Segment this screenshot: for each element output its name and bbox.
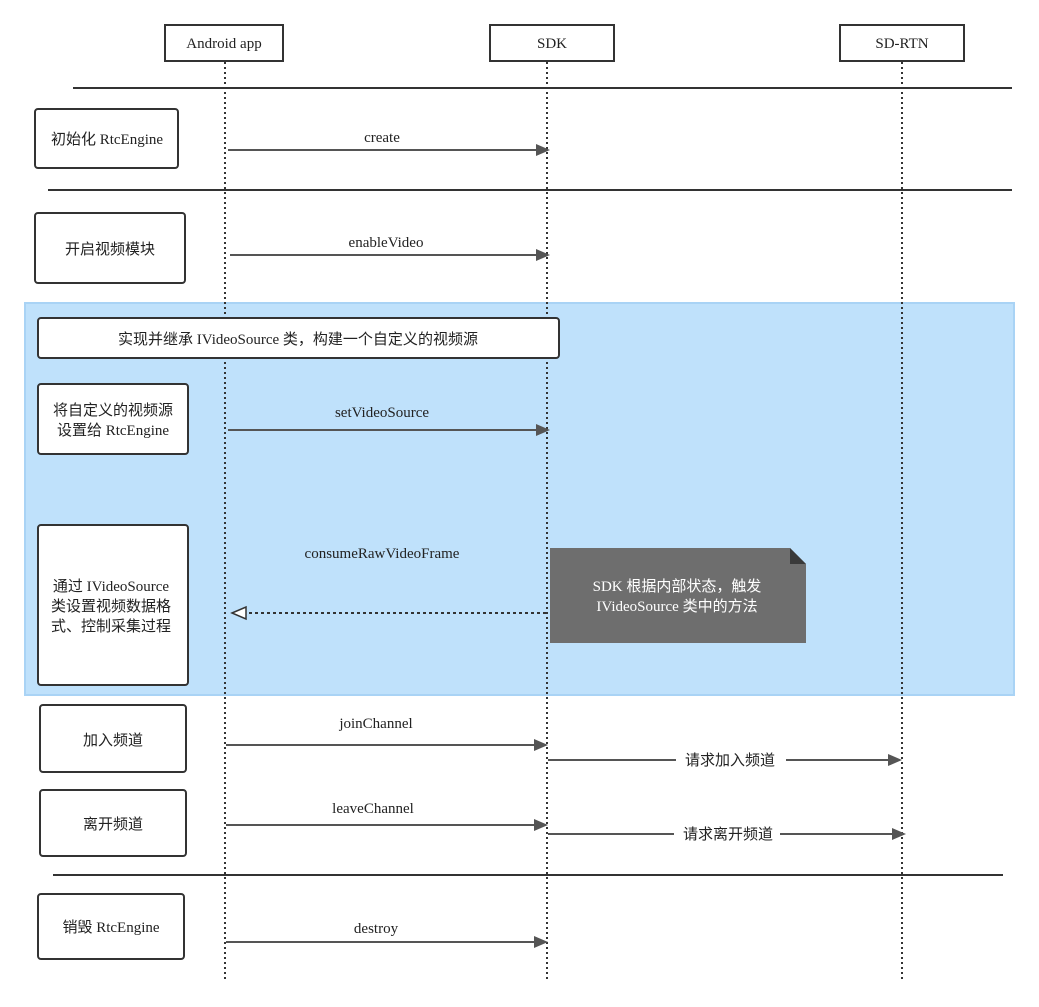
message-request-leave-label: 请求离开频道 xyxy=(683,826,773,843)
message-join-channel-label: joinChannel xyxy=(338,716,412,732)
arrowhead-icon xyxy=(534,936,548,948)
step-format-line3: 式、控制采集过程 xyxy=(51,618,171,635)
note-line1: SDK 根据内部状态，触发 xyxy=(593,578,762,595)
open-arrowhead-icon xyxy=(230,605,247,621)
step-leave-label: 离开频道 xyxy=(83,816,143,833)
arrowhead-icon xyxy=(888,754,902,766)
message-consume: consumeRawVideoFrame xyxy=(230,546,546,621)
message-set-video-source: setVideoSource xyxy=(228,405,550,436)
step-set-source-line1: 将自定义的视频源 xyxy=(53,402,173,419)
participant-sdk: SDK xyxy=(489,24,615,62)
participant-sdk-label: SDK xyxy=(537,36,567,52)
message-leave-channel-label: leaveChannel xyxy=(332,801,414,817)
step-set-source-line2: 设置给 RtcEngine xyxy=(57,422,169,439)
custom-source-region xyxy=(24,302,1015,696)
sdk-note: SDK 根据内部状态，触发 IVideoSource 类中的方法 xyxy=(550,548,806,643)
arrowhead-icon xyxy=(536,249,550,261)
step-enable-video: 开启视频模块 xyxy=(34,212,186,284)
step-join: 加入频道 xyxy=(39,704,187,773)
step-join-label: 加入频道 xyxy=(83,732,143,749)
step-init: 初始化 RtcEngine xyxy=(34,108,179,169)
message-create: create xyxy=(228,130,550,156)
note-fold-icon xyxy=(790,548,806,564)
arrowhead-icon xyxy=(536,144,550,156)
message-join-channel: joinChannel xyxy=(226,716,548,751)
message-create-label: create xyxy=(364,130,400,146)
message-set-video-source-label: setVideoSource xyxy=(335,405,429,421)
note-line2: IVideoSource 类中的方法 xyxy=(596,598,757,615)
message-request-leave: 请求离开频道 xyxy=(548,826,906,843)
message-destroy-label: destroy xyxy=(354,921,399,937)
step-init-label: 初始化 RtcEngine xyxy=(51,131,163,148)
participant-android-label: Android app xyxy=(186,36,261,52)
message-consume-label: consumeRawVideoFrame xyxy=(305,546,460,562)
message-destroy: destroy xyxy=(226,921,548,948)
participant-android: Android app xyxy=(164,24,284,62)
participant-sdrtn: SD-RTN xyxy=(839,24,965,62)
message-enable-video-label: enableVideo xyxy=(349,235,424,251)
step-format-line2: 类设置视频数据格 xyxy=(51,598,171,615)
step-format: 通过 IVideoSource 类设置视频数据格 式、控制采集过程 xyxy=(37,524,189,686)
step-destroy: 销毁 RtcEngine xyxy=(37,893,185,960)
participant-sdrtn-label: SD-RTN xyxy=(875,36,928,52)
message-request-join: 请求加入频道 xyxy=(548,752,902,769)
message-enable-video: enableVideo xyxy=(230,235,550,261)
step-set-source: 将自定义的视频源 设置给 RtcEngine xyxy=(37,383,189,455)
arrowhead-icon xyxy=(892,828,906,840)
step-destroy-label: 销毁 RtcEngine xyxy=(62,919,159,936)
step-enable-video-label: 开启视频模块 xyxy=(65,241,155,258)
message-leave-channel: leaveChannel xyxy=(226,801,548,831)
step-implement-label: 实现并继承 IVideoSource 类，构建一个自定义的视频源 xyxy=(118,331,478,348)
step-leave: 离开频道 xyxy=(39,789,187,857)
arrowhead-icon xyxy=(534,819,548,831)
message-request-join-label: 请求加入频道 xyxy=(685,752,775,769)
arrowhead-icon xyxy=(534,739,548,751)
arrowhead-icon xyxy=(536,424,550,436)
step-implement: 实现并继承 IVideoSource 类，构建一个自定义的视频源 xyxy=(37,317,560,359)
step-format-line1: 通过 IVideoSource xyxy=(53,578,169,595)
